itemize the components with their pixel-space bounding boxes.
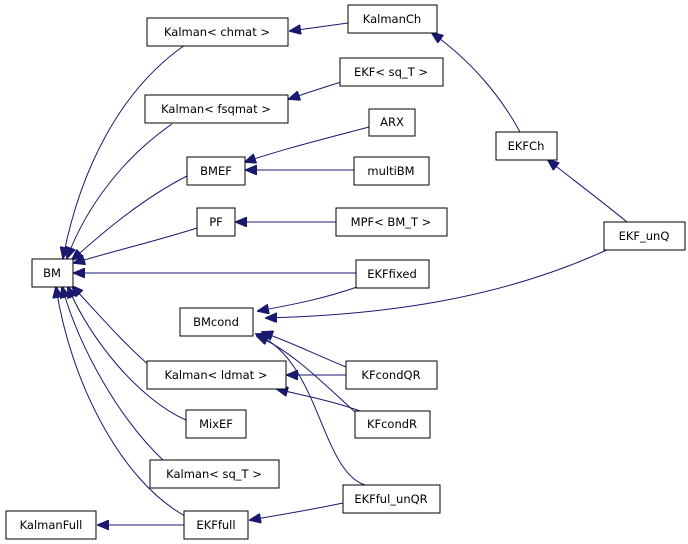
node-pf[interactable]: PF (196, 207, 236, 237)
node-ekfful-unqr[interactable]: EKFful_unQR (342, 484, 441, 514)
node-ekf-unq[interactable]: EKF_unQ (603, 221, 686, 251)
edge-kalman-fsqmat-to-bm (67, 123, 173, 258)
edge-arx-to-bmef (245, 126, 370, 162)
node-bmef[interactable]: BMEF (186, 156, 246, 186)
node-kalmanch[interactable]: KalmanCh (347, 4, 438, 34)
node-ekffixed[interactable]: EKFfixed (355, 259, 430, 289)
node-kalman-ldmat[interactable]: Kalman< ldmat > (146, 360, 287, 390)
edge-mixef-to-bm (68, 287, 187, 421)
node-kalmanfull[interactable]: KalmanFull (5, 510, 97, 540)
edge-ekfch-to-kalmanch (432, 33, 521, 133)
edge-pf-to-bm (74, 227, 198, 263)
edge-kfcondr-to-kalman-ldmat (277, 389, 361, 412)
edge-ekf-unq-to-ekfch (548, 160, 628, 223)
node-ekffull[interactable]: EKFfull (183, 510, 249, 540)
node-arx[interactable]: ARX (368, 108, 416, 137)
node-mpf[interactable]: MPF< BM_T > (335, 207, 448, 237)
node-bm[interactable]: BM (31, 258, 74, 288)
node-kfcondr[interactable]: KFcondR (354, 410, 431, 439)
edge-kalmanch-to-kalman-chmat (290, 22, 349, 31)
node-kalman-chmat[interactable]: Kalman< chmat > (146, 17, 289, 47)
edges (56, 22, 628, 525)
node-ekf-sqt[interactable]: EKF< sq_T > (339, 57, 444, 87)
edge-kfcondqr-to-bmcond (262, 332, 347, 368)
node-kalman-fsqmat[interactable]: Kalman< fsqmat > (144, 94, 289, 124)
nodes: BM Kalman< chmat > KalmanCh EKF< sq_T > … (5, 4, 686, 540)
node-multibm[interactable]: multiBM (353, 156, 430, 186)
edge-kalman-ldmat-to-bm (72, 286, 151, 367)
node-kalman-sqt[interactable]: Kalman< sq_T > (149, 459, 280, 489)
edge-kalman-chmat-to-bm (63, 44, 186, 258)
node-kfcondqr[interactable]: KFcondQR (345, 360, 438, 390)
node-ekfch[interactable]: EKFCh (495, 131, 558, 161)
edge-kalman-sqt-to-bm (62, 287, 166, 463)
edge-ekfful-unqr-to-ekffull (250, 502, 344, 520)
edge-ekfful-unqr-to-bmcond (256, 334, 366, 486)
edge-bmef-to-bm (72, 175, 188, 260)
node-mixef[interactable]: MixEF (185, 409, 247, 439)
edge-ekffixed-to-bmcond (258, 285, 361, 311)
edge-ekffull-to-bm (56, 287, 186, 517)
edge-ekf-unq-to-bmcond (266, 247, 612, 318)
node-bmcond[interactable]: BMcond (179, 307, 254, 337)
